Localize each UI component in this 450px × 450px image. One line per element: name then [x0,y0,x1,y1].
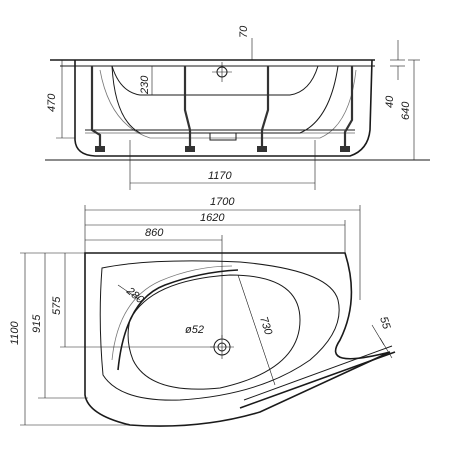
dim-diagonal: 730 [257,315,274,337]
front-edge [239,351,396,409]
leg-2 [183,66,192,150]
dim-rim-length: 1620 [200,212,225,224]
leg-3 [260,66,270,150]
front-edge-inner [243,345,393,401]
dim-leg-span: 1170 [208,170,233,182]
basin-upper-profile [111,65,319,96]
top-view: 1700 1620 860 280 ø52 730 55 1100 915 [9,196,396,427]
foot-2 [185,146,195,152]
dim-total-length: 1700 [210,196,235,208]
basin-outline [127,274,301,390]
leg-4 [343,66,354,150]
leg-1 [90,66,102,150]
dim-drain-offset-x: 860 [145,227,164,239]
dim-angle-cut: 55 [377,315,392,331]
foot-3 [257,146,267,152]
dim-total-height: 640 [400,101,412,120]
dim-total-width: 1100 [9,320,21,345]
drain-outlet [209,133,237,141]
dim-foot-height: 40 [384,95,396,108]
backrest-curve [117,269,239,371]
backrest-curve-inner [111,265,233,361]
side-view: 70 230 470 40 640 1170 [45,25,430,190]
basin-shadow-line [99,69,357,139]
foot-1 [95,146,105,152]
foot-4 [340,146,350,152]
tub-top-outline [84,252,391,427]
dim-side-height: 470 [46,93,58,112]
dim-drain-diameter: ø52 [185,324,204,336]
dim-top-offset: 70 [238,25,250,38]
dim-inner-depth: 230 [139,75,151,95]
rim-inner-outline [99,260,340,401]
tub-outer-body [74,59,373,157]
dim-depth-915: 915 [31,314,43,333]
dim-drain-offset-y: 575 [51,296,63,315]
